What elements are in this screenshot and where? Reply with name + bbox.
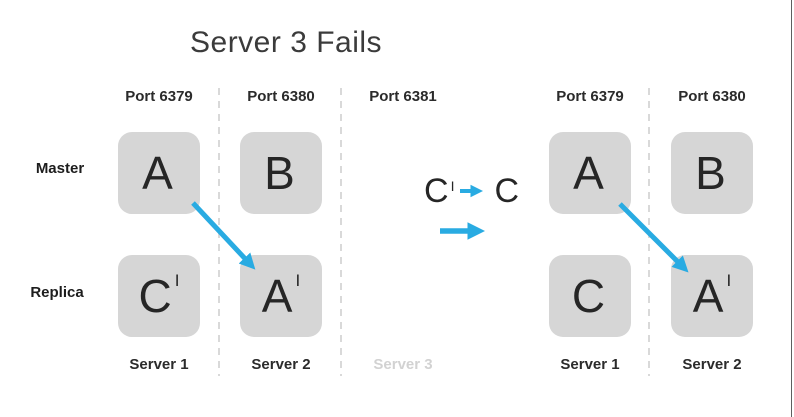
server-label: Server 2: [251, 356, 311, 373]
node-letter: A: [573, 147, 604, 199]
port-label: Port 6380: [247, 88, 315, 105]
node-box-master-a: A: [549, 132, 631, 214]
node-box-replica-c: C: [549, 255, 631, 337]
row-label-replica: Replica: [30, 284, 84, 301]
server-label-failed: Server 3: [373, 356, 433, 373]
column-separator: [218, 88, 220, 376]
node-letter: C: [138, 270, 172, 322]
port-label: Port 6381: [369, 88, 437, 105]
row-label-master: Master: [35, 160, 85, 177]
node-letter: A: [261, 270, 293, 322]
server-label: Server 1: [560, 356, 620, 373]
node-box-master-a: A: [118, 132, 200, 214]
transition-arrow-icon: [440, 222, 486, 240]
node-letter: A: [692, 270, 724, 322]
node-letter: B: [264, 147, 295, 199]
promotion-to-letter: C: [494, 172, 520, 210]
port-label: Port 6379: [125, 88, 193, 105]
replication-arrow-icon: [191, 201, 256, 270]
node-box-master-b: B: [240, 132, 322, 214]
node-letter: B: [695, 147, 726, 199]
server-label: Server 2: [682, 356, 742, 373]
server-label: Server 1: [129, 356, 189, 373]
node-letter: C: [571, 270, 606, 322]
screen-edge-line: [791, 0, 792, 417]
node-letter: A: [142, 147, 173, 199]
page-title: Server 3 Fails: [190, 26, 383, 59]
port-label: Port 6379: [556, 88, 624, 105]
promotion-arrow-icon: [460, 184, 484, 198]
port-label: Port 6380: [678, 88, 746, 105]
column-separator: [340, 88, 342, 376]
column-separator: [648, 88, 650, 376]
prime-mark: I: [450, 178, 455, 194]
node-box-master-b: B: [671, 132, 753, 214]
